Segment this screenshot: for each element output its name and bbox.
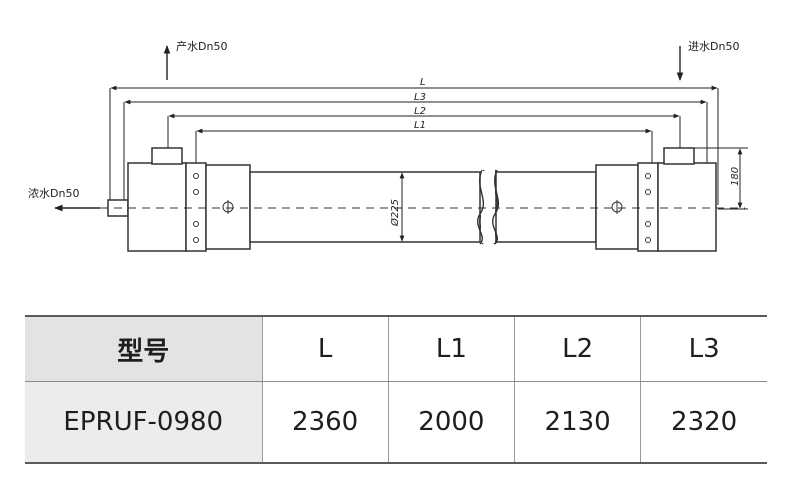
flange-center-marks xyxy=(222,200,623,214)
dimension-L2 xyxy=(167,113,681,150)
dimension-height xyxy=(690,147,748,210)
dimension-L1-label: L1 xyxy=(414,120,426,131)
dimension-L1 xyxy=(195,128,653,163)
inlet-water-label: 进水Dn50 xyxy=(688,40,739,53)
header-L: L xyxy=(261,315,389,382)
cell-L1: 2000 xyxy=(387,381,515,464)
cell-model: EPRUF-0980 xyxy=(25,381,262,464)
table-header-row: 型号 L L1 L2 L3 xyxy=(25,315,767,382)
spec-table: 型号 L L1 L2 L3 EPRUF-0980 2360 2000 2130 … xyxy=(25,315,767,464)
cell-L: 2360 xyxy=(261,381,389,464)
cell-L2: 2130 xyxy=(513,381,641,464)
header-L3: L3 xyxy=(640,315,767,382)
header-L1: L1 xyxy=(387,315,515,382)
concentrate-water-port-annotation: 浓水Dn50 xyxy=(28,187,100,212)
product-water-port-annotation: 产水Dn50 xyxy=(163,39,227,80)
dimension-L-label: L xyxy=(420,77,426,88)
product-water-label: 产水Dn50 xyxy=(176,39,227,53)
clamp-bolts xyxy=(193,173,651,243)
dimension-height-label: 180 xyxy=(730,167,741,186)
header-L2: L2 xyxy=(513,315,641,382)
concentrate-water-label: 浓水Dn50 xyxy=(28,187,79,200)
table-row: EPRUF-0980 2360 2000 2130 2320 xyxy=(25,381,767,464)
dimension-L3-label: L3 xyxy=(414,92,426,103)
header-model: 型号 xyxy=(25,315,262,382)
dimension-diameter-label: Ø225 xyxy=(389,199,401,227)
dimension-L xyxy=(109,85,719,205)
membrane-module-drawing: 产水Dn50 进水Dn50 浓水Dn50 L L3 L2 L1 180 xyxy=(28,39,748,252)
cell-L3: 2320 xyxy=(640,381,767,464)
inlet-water-port-annotation: 进水Dn50 xyxy=(676,40,739,81)
dimension-L2-label: L2 xyxy=(414,106,426,117)
membrane-module xyxy=(107,147,717,252)
